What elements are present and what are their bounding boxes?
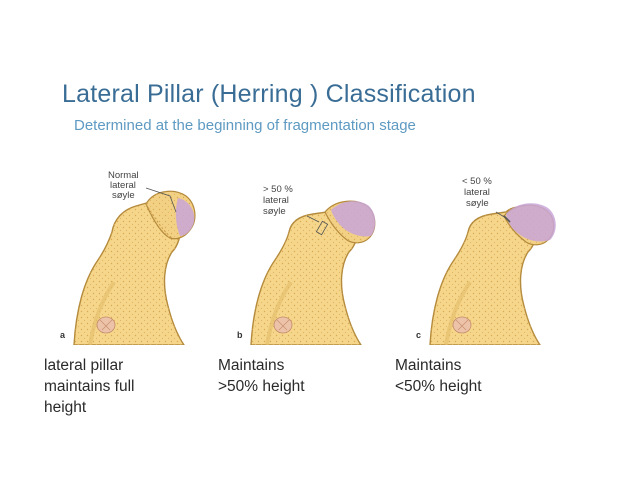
label-line-3: søyle [466,198,489,209]
panel-letter: a [60,330,66,340]
necrotic-zone [506,203,556,242]
femur-panel-a: Normal lateral søyle a [50,160,236,345]
page-subtitle: Determined at the beginning of fragmenta… [74,117,416,134]
label-line-2: lateral [464,187,490,198]
femur-panel-b: > 50 % lateral søyle b [227,160,413,345]
femur-diagram-c: < 50 % lateral søyle c [416,176,556,345]
label-line-1: Normal [108,170,139,181]
caption-c: Maintains <50% height [395,357,482,395]
panel-letter: c [416,330,421,340]
necrotic-zone [175,198,195,236]
femur-diagram-b: > 50 % lateral søyle b [237,184,376,345]
caption-b: Maintains >50% height [218,357,305,395]
label-line-2: lateral [263,195,289,206]
label-line-3: søyle [112,190,135,201]
label-line-3: søyle [263,206,286,217]
label-line-1: < 50 % [462,176,492,187]
page-title: Lateral Pillar (Herring ) Classification [62,80,476,108]
label-line-2: lateral [110,180,136,191]
caption-a: lateral pillar maintains full height [44,357,135,416]
panel-letter: b [237,330,243,340]
label-line-1: > 50 % [263,184,293,195]
necrotic-zone [331,201,376,237]
femur-diagram-a: Normal lateral søyle a [60,170,196,345]
femur-panel-c: < 50 % lateral søyle c [406,160,592,345]
